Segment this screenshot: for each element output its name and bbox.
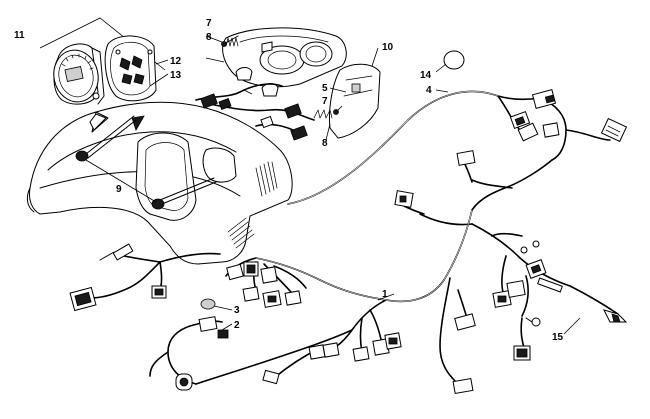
callout-3: 3 [234, 305, 240, 316]
callout-8-top: 8 [206, 32, 212, 43]
callout-15: 15 [552, 332, 564, 343]
spring-top [221, 35, 239, 47]
gauge-bezel [104, 35, 157, 102]
ring-clip [435, 50, 465, 73]
callout-13: 13 [170, 70, 182, 81]
callout-7-top: 7 [206, 18, 212, 29]
gauge-cluster [39, 17, 166, 105]
callout-10: 10 [382, 42, 394, 53]
callout-8-right: 8 [322, 138, 328, 149]
callout-2: 2 [234, 320, 240, 331]
mounting-bolts [75, 115, 217, 210]
headlight-assembly [222, 27, 381, 139]
callout-11: 11 [14, 30, 25, 41]
harness-connectors [69, 89, 628, 395]
callout-1: 1 [382, 289, 388, 300]
callout-7-right: 7 [322, 96, 328, 107]
callout-9: 9 [116, 184, 122, 195]
callout-14: 14 [420, 70, 432, 81]
spring-right [313, 105, 343, 119]
callout-labels: 1 2 3 4 5 7 7 8 8 9 10 11 12 13 14 15 [14, 18, 564, 343]
callout-leaders [149, 35, 581, 335]
callout-12: 12 [170, 56, 182, 67]
callout-4: 4 [426, 85, 432, 96]
callout-5: 5 [322, 83, 328, 94]
hood-body [26, 101, 293, 265]
